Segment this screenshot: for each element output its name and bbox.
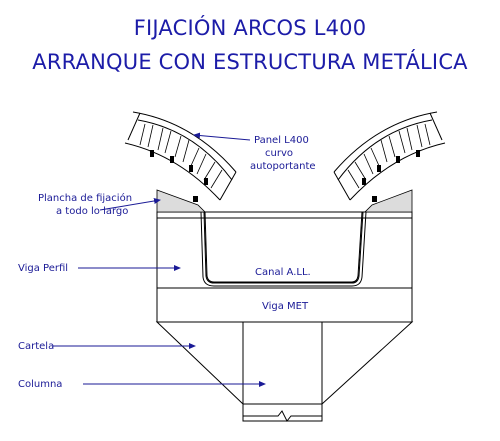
leader-panel xyxy=(193,132,251,141)
canal-all xyxy=(196,211,370,283)
title-line-1: FIJACIÓN ARCOS L400 xyxy=(133,16,367,40)
plancha-fijacion-right xyxy=(364,189,413,213)
label-columna: Columna xyxy=(18,379,62,390)
label-canal: Canal A.LL. xyxy=(255,267,311,278)
columna xyxy=(242,321,323,422)
label-panel-line1: Panel L400 xyxy=(254,135,309,146)
label-cartela: Cartela xyxy=(18,341,54,352)
cartela xyxy=(155,321,414,405)
label-viga-perfil: Viga Perfil xyxy=(18,263,68,274)
plancha-fijacion-left xyxy=(156,189,206,213)
label-panel-line2: curvo xyxy=(265,148,293,159)
panel-l400-left xyxy=(124,111,237,202)
label-panel-line3: autoportante xyxy=(250,161,316,172)
panel-l400-right xyxy=(333,111,446,202)
leader-plancha xyxy=(99,198,161,211)
label-plancha-line1: Plancha de fijación xyxy=(38,192,132,204)
label-viga-met: Viga MET xyxy=(262,301,309,312)
label-plancha-line2: a todo lo largo xyxy=(56,206,128,217)
title-line-2: ARRANQUE CON ESTRUCTURA METÁLICA xyxy=(32,50,468,74)
